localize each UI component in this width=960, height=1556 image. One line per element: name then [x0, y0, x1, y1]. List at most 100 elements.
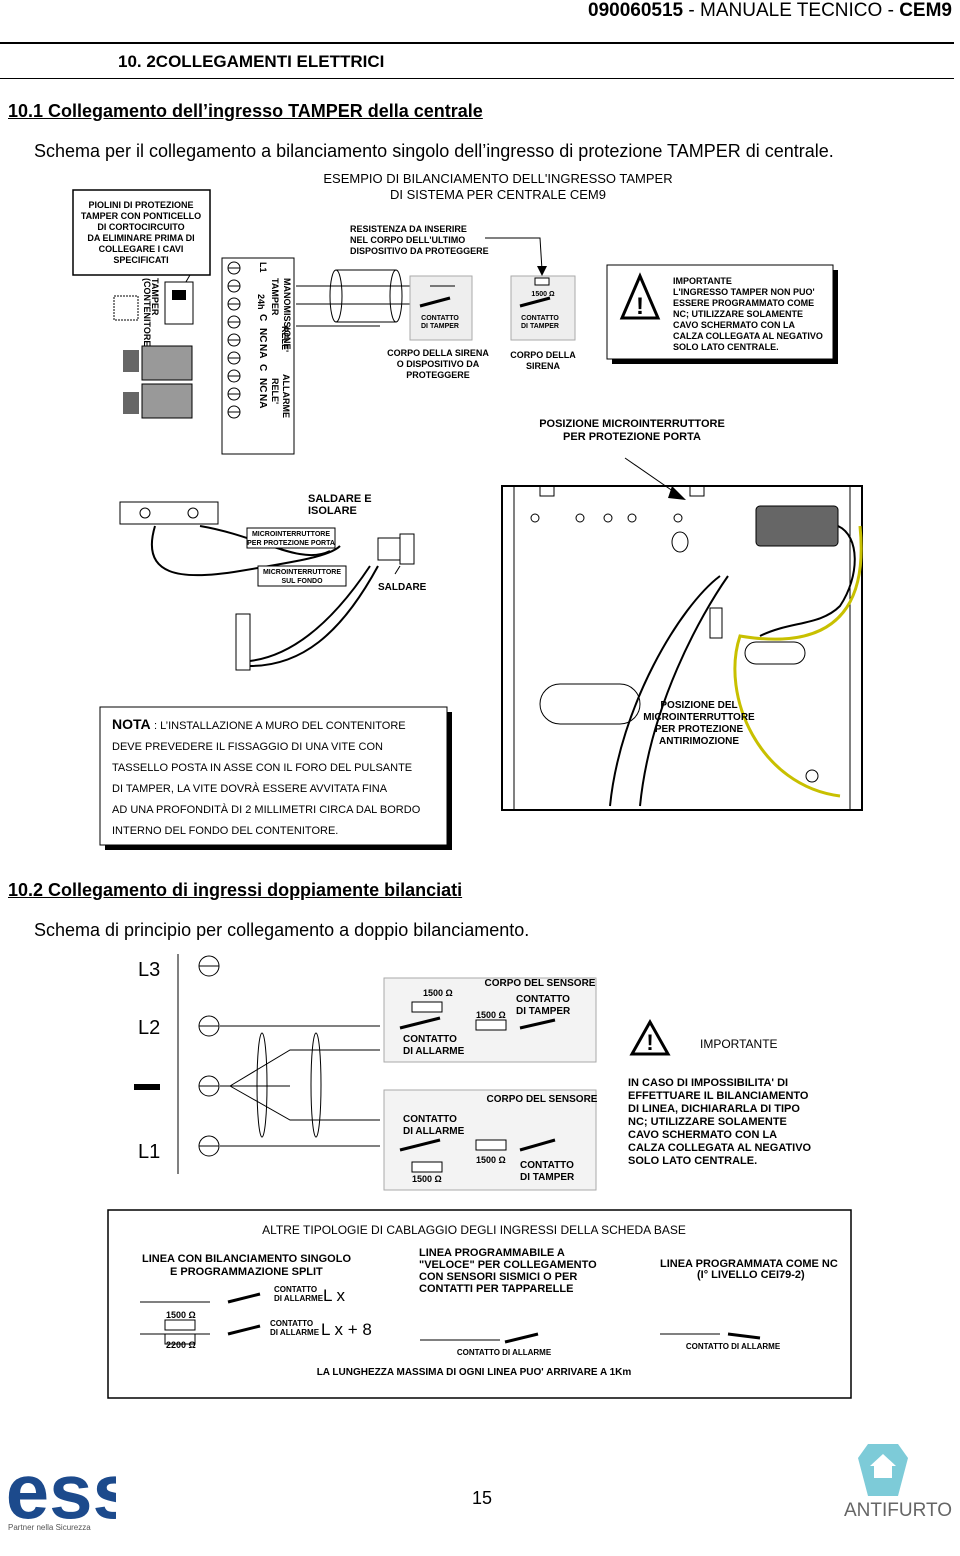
resistor: [534, 277, 550, 286]
note-line: DI TAMPER, LA VITE DOVRÀ ESSERE AVVITATA…: [112, 782, 388, 795]
micro-floor-label: MICROINTERRUTTORE: [263, 569, 341, 576]
microswitch: [377, 537, 401, 561]
resistor-note: RESISTENZA DA INSERIRE: [350, 224, 467, 234]
warning-icon-mark: !: [636, 293, 644, 320]
tamper-contact: [519, 1018, 556, 1030]
cabinet-slot: [539, 683, 641, 725]
important-text: IN CASO DI IMPOSSIBILITA' DI: [628, 1077, 788, 1089]
s2-desc: Schema di principio per collegamento a d…: [34, 920, 530, 940]
terminal-label: C: [257, 314, 268, 321]
contact-label: CONTATTO: [421, 315, 459, 322]
important-text: SOLO LATO CENTRALE.: [673, 342, 779, 352]
wiring-types-box: ALTRE TIPOLOGIE DI CABLAGGIO DEGLI INGRE…: [107, 1209, 852, 1399]
s1-title: 10.1 Collegamento dell’ingresso TAMPER d…: [8, 101, 483, 121]
resistor-value: 1500 Ω: [476, 1155, 506, 1165]
sensor-label: CORPO DEL SENSORE: [485, 978, 596, 989]
pins-text: PIOLINI DI PROTEZIONE: [88, 200, 193, 210]
terminal-label: 24h: [256, 294, 266, 310]
important-text: IMPORTANTE: [673, 276, 732, 286]
tamper-jumper: [172, 290, 186, 300]
contact-tamper-label: CONTATTO: [516, 994, 570, 1005]
header-sep: -: [688, 0, 695, 21]
resistor-value: 1500 Ω: [412, 1174, 442, 1184]
terminal-label: C: [257, 364, 268, 371]
pins-text: DA ELIMINARE PRIMA DI: [87, 233, 194, 243]
section-title: 10. 2COLLEGAMENTI ELETTRICI: [118, 52, 385, 71]
antifurto-logo: ANTIFURTO: [838, 1440, 958, 1521]
diagram-title: ESEMPIO DI BILANCIAMENTO DELL'INGRESSO T…: [323, 171, 672, 186]
pins-text: TAMPER CON PONTICELLO: [81, 211, 201, 221]
s1-desc: Schema per il collegamento a bilanciamen…: [34, 141, 834, 161]
cabinet-diagram: SALDARE E ISOLARE MICROINTERRUTTORE PER …: [99, 457, 863, 850]
warning-icon: [619, 272, 661, 320]
sensor-label: CORPO DEL SENSORE: [487, 1094, 598, 1105]
col2-text: CON SENSORI SISMICI O PER: [419, 1271, 577, 1283]
pcb-pins: [113, 295, 139, 321]
box-title: ALTRE TIPOLOGIE DI CABLAGGIO DEGLI INGRE…: [262, 1223, 686, 1237]
siren-body: [510, 275, 576, 341]
important-text: NC; UTILIZZARE SOLAMENTE: [673, 309, 803, 319]
terminal-label: RELE': [280, 326, 290, 352]
tamper-contact: [519, 296, 551, 308]
terminal-label: L1: [258, 262, 268, 273]
solder-isolate: SALDARE E: [308, 493, 372, 505]
running-header: 090060515 - MANUALE TECNICO - CEM9: [588, 0, 952, 22]
pins-text: COLLEGARE I CAVI: [99, 244, 184, 254]
contact-alarm-label: CONTATTO DI ALLARME: [457, 1348, 552, 1357]
contact-alarm-label: CONTATTO: [274, 1285, 317, 1294]
double-balancing-diagram: L3 L2 L1 CORPO DEL SENSORE 1500 Ω CONTAT…: [134, 954, 812, 1191]
contact-label: DI TAMPER: [521, 323, 559, 330]
tamper-connector: [164, 281, 194, 325]
pins-box: [72, 189, 211, 276]
contact-alarm-label: DI ALLARME: [270, 1328, 320, 1337]
col2-text: LINEA PROGRAMMABILE A: [419, 1247, 565, 1259]
pins-text: SPECIFICATI: [113, 255, 168, 265]
door-pos-label: PER PROTEZIONE PORTA: [563, 431, 701, 443]
resistor-value: 1500 Ω: [166, 1310, 196, 1320]
resistor-note: DISPOSITIVO DA PROTEGGERE: [350, 246, 489, 256]
alarm-contact: [504, 1332, 539, 1344]
micro-door-box: [246, 527, 336, 549]
col3-text: (I° LIVELLO CEI79-2): [697, 1269, 805, 1281]
pcb-relay: [141, 345, 193, 381]
doc-model: CEM9: [899, 0, 952, 21]
note-line: INTERNO DEL FONDO DEL CONTENITORE.: [112, 825, 338, 837]
resistor-value: 2200 Ω: [166, 1340, 196, 1350]
solder-label: SALDARE: [378, 582, 427, 593]
line-lx8: L x + 8: [321, 1320, 372, 1339]
important-title: IMPORTANTE: [700, 1037, 778, 1051]
terminal-screws: [227, 261, 241, 419]
box-footer: LA LUNGHEZZA MASSIMA DI OGNI LINEA PUO' …: [317, 1367, 632, 1378]
terminal-label: MANOMISSIONE: [282, 278, 292, 350]
terminal-label: TAMPER: [270, 278, 280, 316]
iess-tagline: Partner nella Sicurezza: [8, 1523, 91, 1532]
micro-floor-box: [257, 565, 347, 587]
door-pos-label: POSIZIONE MICROINTERRUTTORE: [539, 418, 725, 430]
terminal-label: NC: [257, 378, 268, 392]
note-line: : L’INSTALLAZIONE A MURO DEL CONTENITORE: [154, 720, 406, 732]
siren-label: CORPO DELLA: [510, 350, 576, 360]
pcb-component: [123, 392, 139, 414]
terminal-L3: L3: [138, 959, 160, 981]
contact-alarm-label: CONTATTO: [270, 1319, 313, 1328]
important-text: NC; UTILIZZARE SOLAMENTE: [628, 1116, 787, 1128]
note-line: AD UNA PROFONDITÀ DI 2 MILLIMETRI CIRCA …: [112, 803, 421, 816]
siren-label: SIRENA: [526, 361, 561, 371]
important-text: CAVO SCHERMATO CON LA: [673, 320, 796, 330]
alarm-contact: [727, 1332, 761, 1340]
siren-label: CORPO DELLA SIRENA: [387, 348, 489, 358]
terminal-L1: L1: [138, 1141, 160, 1163]
tamper-wires: [296, 269, 430, 327]
home-icon: [870, 1454, 896, 1478]
resistor-value: 1500 Ω: [531, 291, 555, 298]
warning-icon-mark: !: [646, 1030, 653, 1055]
removal-pos-label: ANTIRIMOZIONE: [659, 736, 739, 747]
pcb-component: [123, 350, 139, 372]
important-text: CAVO SCHERMATO CON LA: [628, 1129, 777, 1141]
alarm-contact: [227, 1292, 261, 1304]
page-number: 15: [472, 1488, 493, 1508]
double-wires: [220, 1025, 380, 1147]
tamper-vert-label: (CONTENITORE): [142, 278, 152, 349]
header-rule: [0, 42, 954, 44]
contact-label: CONTATTO: [521, 315, 559, 322]
